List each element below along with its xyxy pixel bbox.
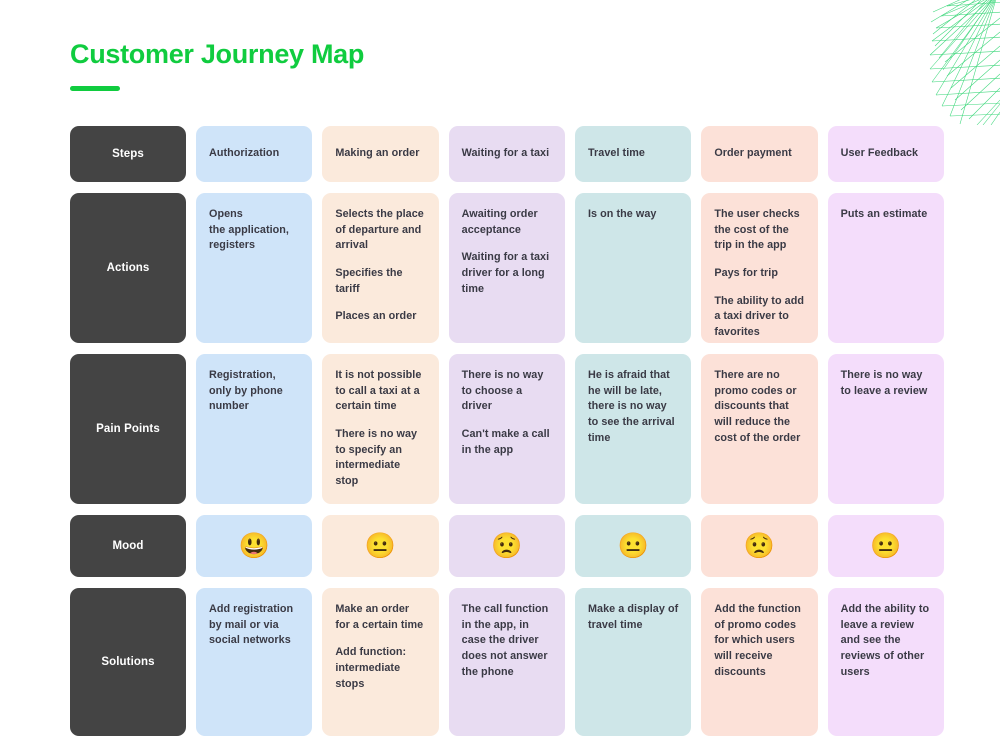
- pain-cell-order-payment[interactable]: There are no promo codes or discounts th…: [701, 354, 818, 504]
- cell-paragraph: Make a display of travel time: [587, 603, 679, 631]
- solutions-cell-authorization[interactable]: Add registration by mail or via social n…: [196, 588, 313, 736]
- solutions-cell-waiting-for-a-taxi[interactable]: The call function in the app, in case th…: [448, 588, 565, 736]
- cell-paragraph: Pays for trip: [714, 266, 778, 279]
- mood-cell-order-payment[interactable]: 😟: [701, 515, 818, 577]
- cell-paragraph: There is no way to leave a review: [840, 369, 928, 397]
- row-label-solutions: Solutions: [70, 588, 186, 736]
- neutral-face-icon: 😐: [364, 531, 397, 560]
- cell-paragraph: Add function: intermediate stops: [335, 646, 407, 690]
- actions-cell-travel-time[interactable]: Is on the way: [574, 193, 692, 343]
- cell-paragraph: The user checks the cost of the trip in …: [714, 208, 800, 252]
- mood-cell-user-feedback[interactable]: 😐: [827, 515, 944, 577]
- cell-paragraph: Selects the place of departure and arriv…: [335, 208, 424, 252]
- cell-paragraph: It is not possible to call a taxi at a c…: [335, 369, 422, 413]
- mood-cell-making-an-order[interactable]: 😐: [322, 515, 439, 577]
- step-header-order-payment[interactable]: Order payment: [701, 126, 818, 182]
- solutions-row: Solutions Add registration by mail or vi…: [70, 588, 944, 736]
- pain-cell-authorization[interactable]: Registration, only by phone number: [196, 354, 313, 504]
- row-label-actions: Actions: [70, 193, 186, 343]
- pain-cell-travel-time[interactable]: He is afraid that he will be late, there…: [574, 354, 692, 504]
- row-label-steps: Steps: [70, 126, 186, 182]
- title-accent-rule: [70, 85, 120, 91]
- mood-cell-authorization[interactable]: 😃: [196, 515, 313, 577]
- worried-face-icon: 😟: [491, 531, 523, 560]
- step-header-making-an-order[interactable]: Making an order: [322, 126, 439, 182]
- cell-paragraph: The ability to add a taxi driver to favo…: [714, 294, 804, 338]
- cell-paragraph: Can't make a call in the app: [461, 427, 550, 456]
- pain-points-row: Pain Points Registration, only by phone …: [70, 354, 944, 504]
- row-label-pain-points: Pain Points: [70, 354, 186, 504]
- pain-cell-user-feedback[interactable]: There is no way to leave a review: [827, 354, 944, 504]
- row-label-mood: Mood: [70, 515, 186, 577]
- cell-paragraph: Registration, only by phone number: [209, 369, 283, 413]
- cell-paragraph: The call function in the app, in case th…: [461, 603, 549, 678]
- cell-paragraph: Puts an estimate: [840, 208, 928, 220]
- cell-paragraph: He is afraid that he will be late, there…: [587, 369, 675, 444]
- mood-cell-travel-time[interactable]: 😐: [574, 515, 692, 577]
- cell-paragraph: Add registration by mail or via social n…: [209, 603, 294, 647]
- step-header-authorization[interactable]: Authorization: [196, 126, 313, 182]
- steps-row: Steps Authorization Making an order Wait…: [70, 126, 944, 182]
- actions-cell-making-an-order[interactable]: Selects the place of departure and arriv…: [322, 193, 439, 343]
- neutral-face-icon: 😐: [870, 531, 902, 560]
- actions-cell-user-feedback[interactable]: Puts an estimate: [827, 193, 944, 343]
- page-title: Customer Journey Map: [70, 39, 365, 69]
- cell-paragraph: Add the function of promo codes for whic…: [714, 603, 801, 678]
- cell-paragraph: There is no way to choose a driver: [461, 369, 544, 413]
- radial-line-burst-decoration: [885, 0, 1000, 125]
- neutral-face-icon: 😐: [617, 531, 649, 560]
- mood-row: Mood 😃 😐 😟 😐 😟 😐: [70, 515, 944, 577]
- grinning-face-icon: 😃: [238, 531, 270, 560]
- solutions-cell-travel-time[interactable]: Make a display of travel time: [574, 588, 692, 736]
- step-header-travel-time[interactable]: Travel time: [574, 126, 692, 182]
- cell-paragraph: Is on the way: [587, 208, 657, 220]
- solutions-cell-order-payment[interactable]: Add the function of promo codes for whic…: [701, 588, 818, 736]
- step-header-user-feedback[interactable]: User Feedback: [827, 126, 944, 182]
- pain-cell-making-an-order[interactable]: It is not possible to call a taxi at a c…: [322, 354, 439, 504]
- title-block: Customer Journey Map: [70, 39, 365, 91]
- cell-paragraph: Places an order: [335, 310, 417, 323]
- cell-paragraph: Add the ability to leave a review and se…: [840, 603, 930, 678]
- journey-map-grid: Steps Authorization Making an order Wait…: [70, 126, 944, 736]
- step-header-waiting-for-a-taxi[interactable]: Waiting for a taxi: [448, 126, 565, 182]
- cell-paragraph: Specifies the tariff: [335, 266, 403, 295]
- cell-paragraph: There is no way to specify an intermedia…: [335, 427, 418, 487]
- worried-face-icon: 😟: [743, 531, 776, 560]
- cell-paragraph: Waiting for a taxi driver for a long tim…: [461, 251, 550, 295]
- cell-paragraph: There are no promo codes or discounts th…: [714, 369, 801, 444]
- cell-paragraph: Make an order for a certain time: [335, 603, 424, 631]
- cell-paragraph: Awaiting order acceptance: [461, 208, 538, 236]
- actions-cell-order-payment[interactable]: The user checks the cost of the trip in …: [701, 193, 818, 343]
- solutions-cell-user-feedback[interactable]: Add the ability to leave a review and se…: [827, 588, 944, 736]
- mood-cell-waiting-for-a-taxi[interactable]: 😟: [448, 515, 565, 577]
